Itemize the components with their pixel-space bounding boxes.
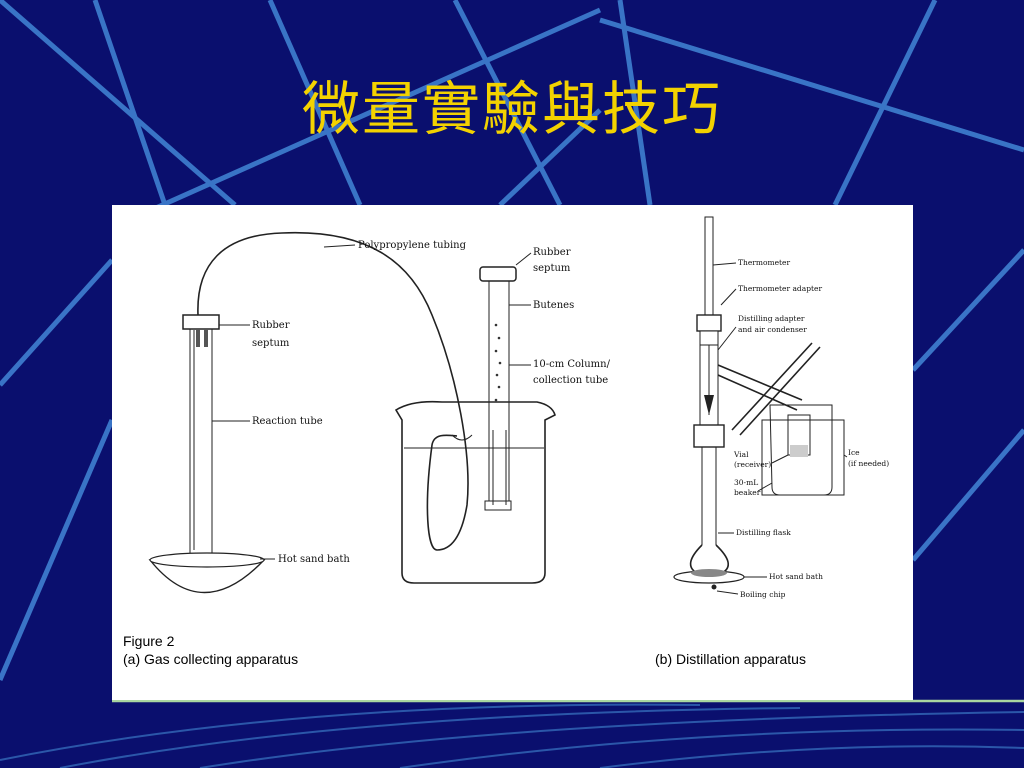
label-boiling-chip: Boiling chip (740, 590, 786, 599)
label-rubber-septum-left-line2: septum (252, 338, 290, 349)
label-thermometer: Thermometer (738, 258, 790, 267)
apparatus-diagram: Polypropylene tubing Rubber septum React… (148, 216, 889, 599)
reaction-tube (189, 322, 213, 559)
label-butenes: Butenes (533, 300, 574, 311)
label-rubber-septum-left: Rubber (252, 320, 290, 331)
label-beaker-line2: beaker (734, 488, 761, 497)
beaker (394, 400, 556, 584)
label-rubber-septum-right: Rubber (533, 247, 571, 258)
figure-caption-a: (a) Gas collecting apparatus (123, 651, 299, 667)
distilling-flask (689, 544, 729, 574)
label-column-line2: collection tube (533, 375, 608, 386)
boiling-chip (711, 584, 717, 590)
label-reaction-tube: Reaction tube (252, 416, 323, 427)
label-rubber-septum-right-line2: septum (533, 263, 571, 274)
hot-sand-bath-left (148, 559, 266, 594)
distillation-apparatus: Thermometer Thermometer adapter Distilli… (673, 216, 889, 599)
label-hot-sand-bath-left: Hot sand bath (278, 554, 350, 565)
label-vial: Vial (733, 450, 749, 459)
label-thermometer-adapter: Thermometer adapter (738, 284, 822, 293)
label-vial-line2: (receiver) (734, 460, 771, 469)
air-condenser (717, 364, 803, 411)
rubber-septum-right (479, 266, 517, 282)
label-beaker: 30-mL (734, 478, 758, 487)
label-hot-sand-bath-right: Hot sand bath (769, 572, 823, 581)
label-column: 10-cm Column/ (533, 359, 611, 370)
slide-title: 微量實驗與技巧 (301, 75, 722, 143)
label-distilling-adapter-line2: and air condenser (738, 325, 807, 334)
label-distilling-flask: Distilling flask (736, 528, 791, 537)
label-ice: Ice (848, 448, 860, 457)
background-wave-lines (0, 703, 1024, 768)
rubber-septum-left (182, 314, 220, 330)
background-accent-lines (0, 0, 1024, 681)
label-ice-line2: (if needed) (848, 459, 889, 468)
label-polypropylene-tubing: Polypropylene tubing (358, 240, 467, 251)
thermometer (704, 216, 714, 318)
figure-caption-b: (b) Distillation apparatus (655, 651, 806, 667)
gas-collecting-apparatus: Polypropylene tubing Rubber septum React… (148, 231, 611, 594)
label-distilling-adapter: Distilling adapter (738, 314, 805, 323)
figure-caption-title: Figure 2 (123, 633, 175, 649)
ice-bath (761, 419, 845, 496)
polypropylene-tubing (197, 231, 469, 551)
thermometer-adapter (696, 314, 722, 332)
figure-panel: Polypropylene tubing Rubber septum React… (112, 205, 913, 700)
